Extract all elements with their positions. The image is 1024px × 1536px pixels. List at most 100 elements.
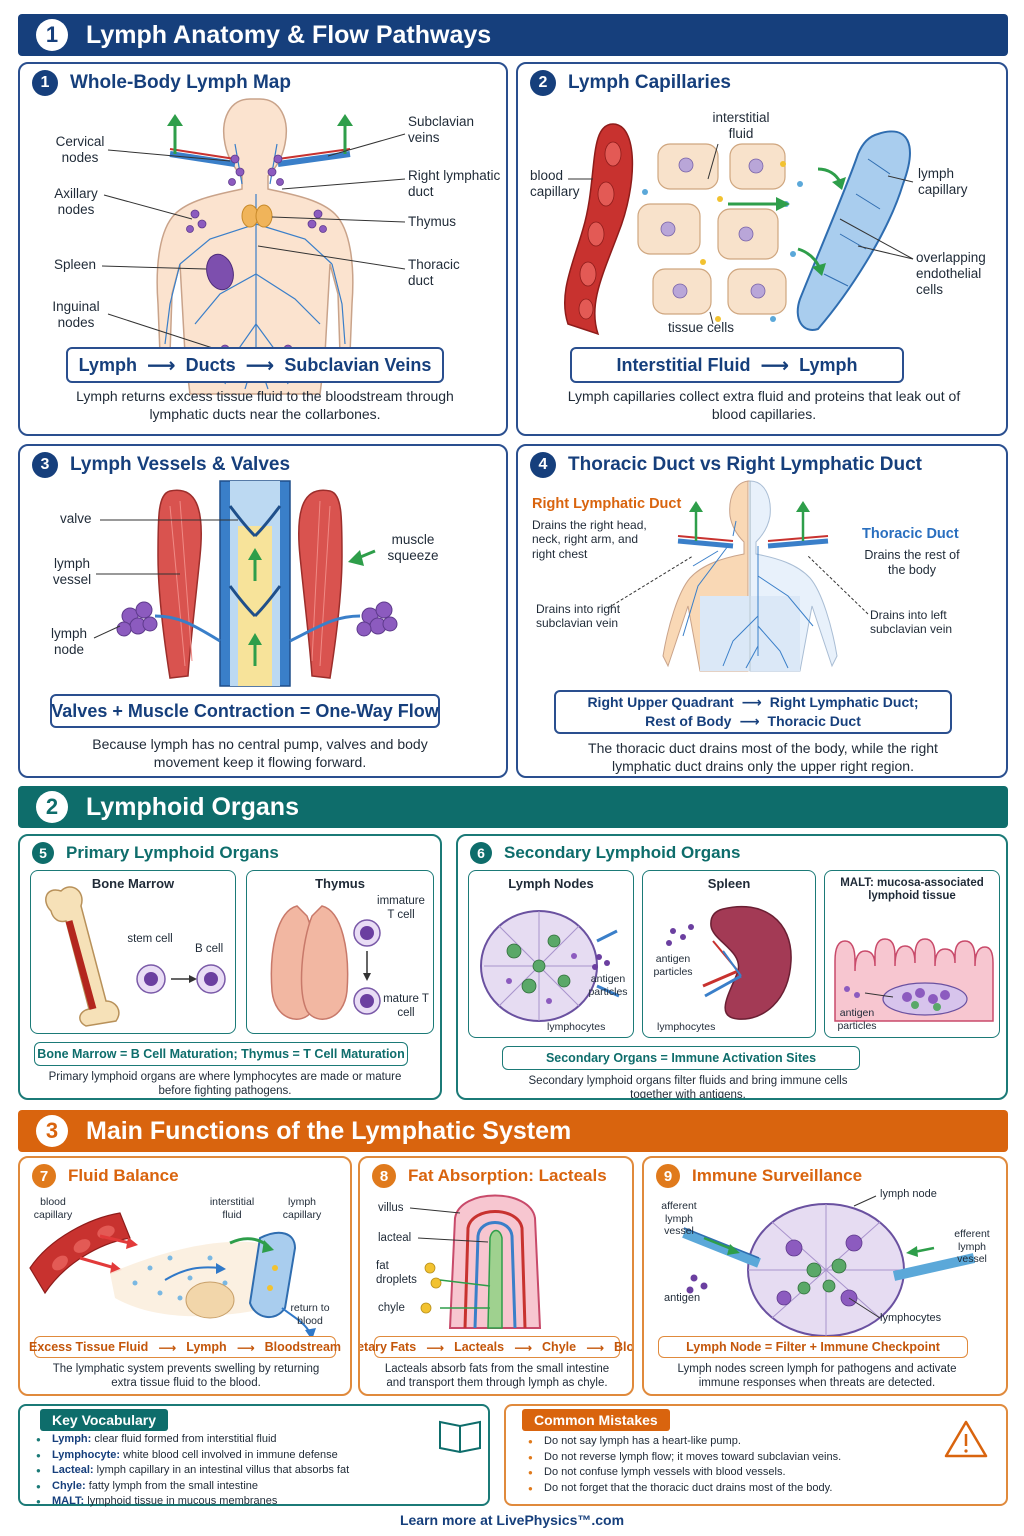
label-immature-t-cell: immature T cell	[377, 895, 425, 921]
label-drains-right-subclavian: Drains into right subclavian vein	[536, 602, 621, 631]
panel-title: 4 Thoracic Duct vs Right Lymphatic Duct	[530, 452, 922, 478]
common-mistakes-box: Common Mistakes Do not say lymph has a h…	[504, 1404, 1008, 1506]
label-lymphocytes: lymphocytes	[880, 1312, 942, 1324]
sub-title: Thymus	[315, 876, 365, 891]
panel-caption: The thoracic duct drains most of the bod…	[588, 740, 938, 774]
flow-step: Rest of Body	[645, 713, 732, 729]
label-stem-cell: stem cell	[127, 933, 173, 945]
definition: lymph capillary in an intestinal villus …	[96, 1464, 350, 1476]
label-spleen: Spleen	[54, 257, 97, 272]
panel-primary-lymphoid: 5 Primary Lymphoid Organs Bone Marrow st…	[18, 834, 442, 1100]
mistakes-list: Do not say lymph has a heart-like pump. …	[528, 1434, 948, 1496]
panel-title: 1 Whole-Body Lymph Map	[32, 70, 291, 96]
section-title: Lymphoid Organs	[86, 792, 299, 821]
flow-box: Valves + Muscle Contraction = One-Way Fl…	[50, 694, 440, 728]
label-antigen-particles: antigen particles	[588, 973, 628, 998]
label-thoracic-duct-title: Thoracic Duct	[862, 526, 959, 542]
panel-number: 8	[372, 1164, 396, 1188]
label-right-lymphatic-duct-title: Right Lymphatic Duct	[532, 496, 682, 512]
flow-step: Bloodstream	[264, 1340, 342, 1354]
panel-title: 8 Fat Absorption: Lacteals	[372, 1164, 607, 1188]
arrow-right-icon: ⟶	[586, 1340, 604, 1355]
panel-number: 9	[656, 1164, 680, 1188]
panel-lymph-capillaries: 2 Lymph Capillaries	[516, 62, 1008, 436]
label-efferent-vessel: efferent lymph vessel	[954, 1228, 990, 1266]
panel-fat-absorption: 8 Fat Absorption: Lacteals villus lactea…	[358, 1156, 634, 1396]
panel-number: 2	[530, 70, 556, 96]
panel-caption: Because lymph has no central pump, valve…	[92, 736, 428, 770]
panel-vessels-valves: 3 Lymph Vessels & Valves	[18, 444, 508, 778]
label-subclavian-veins: Subclavian veins	[408, 114, 475, 146]
panel-number: 1	[32, 70, 58, 96]
footer-link[interactable]: Learn more at LivePhysics™.com	[399, 1512, 625, 1528]
sub-title: MALT: mucosa-associated lymphoid tissue	[840, 877, 984, 903]
vocabulary-list: Lymph: clear fluid formed from interstit…	[36, 1432, 476, 1510]
warning-icon	[944, 1420, 988, 1458]
definition: fatty lymph from the small intestine	[88, 1479, 259, 1492]
immune-surveillance-illustration	[682, 1195, 976, 1337]
sub-title: Lymph Nodes	[508, 876, 594, 891]
panel-immune-surveillance: 9 Immune Surveillance afferent lymph ves…	[642, 1156, 1008, 1396]
label-b-cell: B cell	[195, 943, 224, 955]
list-item: Chyle: fatty lymph from the small intest…	[36, 1479, 476, 1495]
panel-fluid-balance: 7 Fluid Balance blood capillary intersti…	[18, 1156, 352, 1396]
term: Lymph:	[52, 1433, 92, 1445]
panel-title: 6 Secondary Lymphoid Organs	[470, 842, 740, 864]
panel-title-text: Thoracic Duct vs Right Lymphatic Duct	[568, 454, 923, 475]
list-item: MALT: lymphoid tissue in mucous membrane…	[36, 1494, 476, 1510]
flow-box: Right Upper Quadrant⟶Right Lymphatic Duc…	[554, 690, 952, 734]
panel-title: 9 Immune Surveillance	[656, 1164, 862, 1188]
panel-number: 7	[32, 1164, 56, 1188]
flow-step: Lymph	[78, 354, 137, 375]
panel-caption: Primary lymphoid organs are where lympho…	[48, 1071, 402, 1098]
flow-step: Lymph	[186, 1340, 227, 1354]
flow-step: Interstitial Fluid	[616, 354, 751, 375]
capillary-illustration	[564, 123, 914, 336]
flow-step: Dietary Fats	[360, 1340, 417, 1354]
spleen-illustration	[666, 905, 792, 1020]
vessel-valve-illustration	[93, 480, 398, 687]
label-antigen-particles: antigen particles	[653, 953, 693, 978]
flow-step: Subclavian Veins	[284, 354, 432, 375]
definition: lymphoid tissue in mucous membranes	[87, 1495, 278, 1507]
panel-title: 5 Primary Lymphoid Organs	[32, 842, 279, 864]
panel-title-text: Lymph Capillaries	[568, 72, 731, 93]
label-lymph-capillary: lymph capillary	[918, 166, 968, 198]
list-item: Do not say lymph has a heart-like pump.	[528, 1434, 948, 1450]
label-valve: valve	[60, 511, 92, 526]
panel-title-text: Immune Surveillance	[692, 1166, 863, 1185]
arrow-right-icon: ⟶	[739, 713, 760, 729]
section-title: Main Functions of the Lymphatic System	[86, 1116, 572, 1145]
panel-caption: Lymph capillaries collect extra fluid an…	[567, 388, 961, 422]
label-villus: villus	[378, 1202, 404, 1214]
panel-title-text: Secondary Lymphoid Organs	[504, 843, 741, 862]
label-blood-capillary: blood capillary	[530, 168, 580, 200]
lymph-node-illustration	[480, 910, 620, 1022]
term: Chyle:	[52, 1479, 86, 1492]
panel-number: 4	[530, 452, 556, 478]
list-item: Do not forget that the thoracic duct dra…	[528, 1481, 948, 1497]
flow-box: Lymph⟶ Ducts⟶ Subclavian Veins	[66, 347, 444, 383]
flow-box: Excess Tissue Fluid⟶ Lymph⟶ Bloodstream	[29, 1336, 341, 1358]
section-2-banner: 2 Lymphoid Organs	[18, 786, 1008, 828]
section-title: Lymph Anatomy & Flow Pathways	[86, 20, 492, 49]
section-number: 3	[36, 1115, 68, 1147]
list-item: Lymph: clear fluid formed from interstit…	[36, 1432, 476, 1448]
term: Lacteal:	[52, 1464, 94, 1476]
label-drains-left-subclavian: Drains into left subclavian vein	[870, 608, 953, 637]
arrow-right-icon: ⟶	[426, 1340, 445, 1355]
sub-title: Bone Marrow	[91, 876, 175, 891]
panel-duct-comparison: 4 Thoracic Duct vs Right Lymphatic Duct …	[516, 444, 1008, 778]
term: MALT:	[52, 1495, 85, 1507]
flow-step: Right Upper Quadrant	[587, 694, 734, 710]
label-lymphocytes: lymphocytes	[547, 1021, 606, 1033]
arrow-right-icon: ⟶	[245, 354, 275, 377]
panel-number: 6	[470, 842, 492, 864]
section-number: 1	[36, 19, 68, 51]
sub-bone-marrow: Bone Marrow stem cell B cell	[30, 870, 236, 1034]
duct-comparison-illustration	[607, 480, 869, 672]
sub-lymph-nodes: Lymph Nodes antigen particles lymphocyte…	[468, 870, 634, 1038]
label-tissue-cells: tissue cells	[668, 320, 735, 335]
definition: white blood cell involved in immune defe…	[123, 1448, 338, 1461]
flow-step: Lacteals	[454, 1340, 505, 1354]
